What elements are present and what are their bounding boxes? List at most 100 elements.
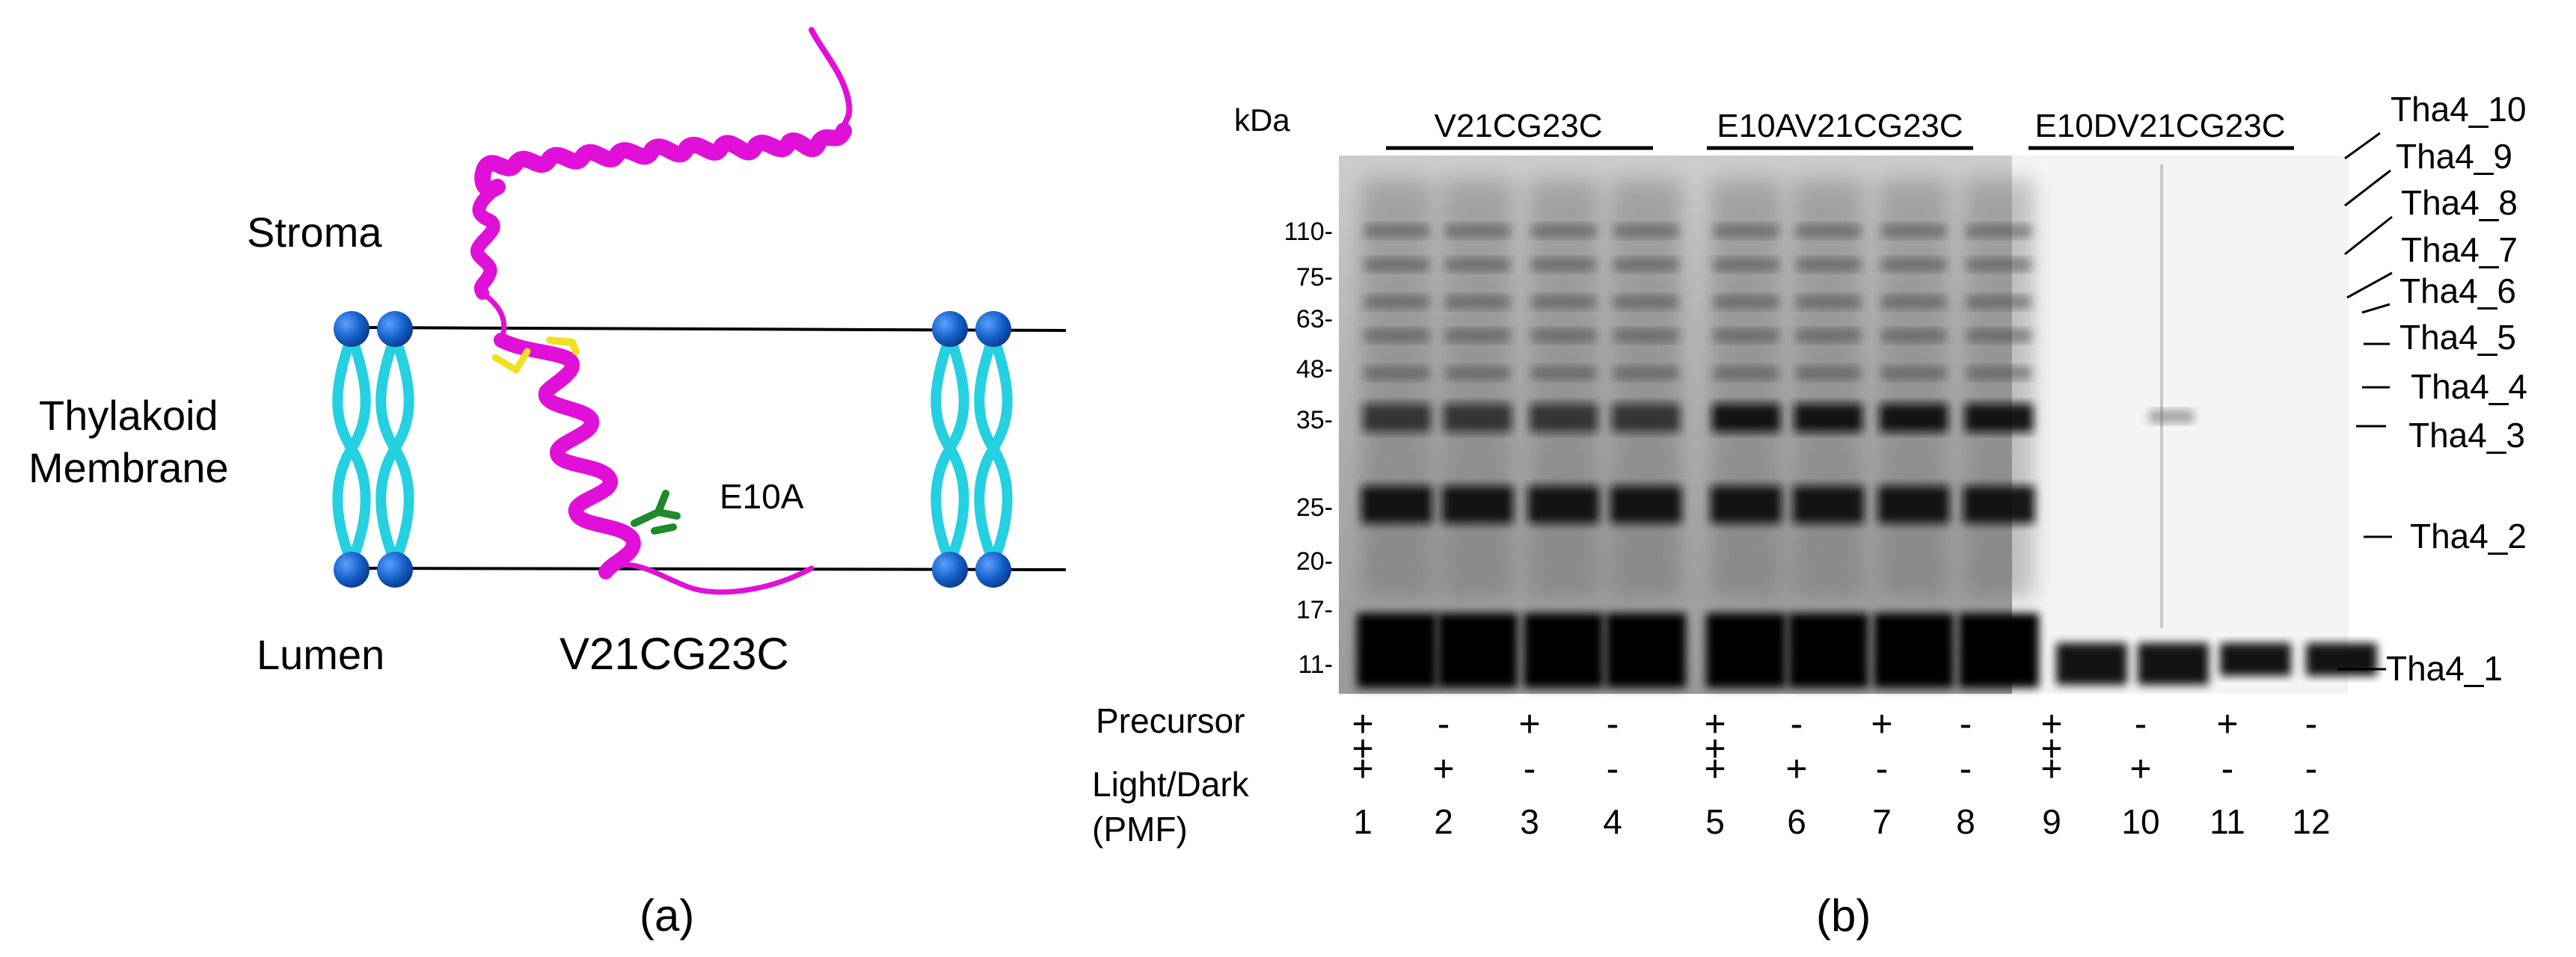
oligomer-band <box>1613 295 1678 309</box>
construct-label: V21CG23C <box>559 629 789 679</box>
lipid-left-head-bottom <box>377 552 413 588</box>
light-sign-3: - <box>1524 748 1536 790</box>
band-label-tha4-5: Tha4_5 <box>2399 318 2516 357</box>
group-label-1: V21CG23C <box>1434 108 1602 144</box>
precursor-sign-3: + <box>1518 703 1540 745</box>
oligomer-band <box>1445 295 1510 309</box>
gel-lane-5 <box>1706 179 1786 688</box>
band-monomer <box>1959 613 2039 688</box>
precursor-sign-2: - <box>1438 703 1450 745</box>
band-label-tha4-9: Tha4_9 <box>2396 137 2512 176</box>
gel-lane-11 <box>2220 643 2291 676</box>
band-monomer <box>1357 613 1437 688</box>
lane-smear <box>1610 179 1681 598</box>
pmf-row-label: (PMF) <box>1092 810 1188 849</box>
mw-marker-17: 17- <box>1296 596 1333 624</box>
lane-smear <box>1878 179 1949 598</box>
band-25kda <box>1610 486 1681 523</box>
oligomer-band <box>1796 366 1861 380</box>
band-25kda <box>1442 486 1513 523</box>
band-35kda <box>1965 404 2033 432</box>
tha4-peptide <box>470 27 853 595</box>
band-label-tha4-4: Tha4_4 <box>2411 367 2527 406</box>
band-monomer <box>2220 643 2291 676</box>
band-monomer <box>1606 613 1686 688</box>
cysteine-residue-1 <box>491 348 531 374</box>
oligomer-band <box>1613 258 1678 271</box>
lane-number-10: 10 <box>2121 802 2159 841</box>
precursor-sign-10: - <box>2135 703 2147 745</box>
lipid-left-head-top <box>334 311 369 347</box>
oligomer-band <box>1881 329 1946 342</box>
mw-marker-11: 11- <box>1298 650 1333 679</box>
lane-smear <box>1442 179 1513 598</box>
leader-tha4-9 <box>2344 169 2391 207</box>
lane-number-3: 3 <box>1520 802 1539 841</box>
gel-image <box>1339 156 2377 694</box>
band-monomer <box>2306 643 2377 676</box>
light-sign-8: - <box>1960 748 1972 790</box>
precursor-row-label: Precursor <box>1096 701 1245 740</box>
oligomer-band <box>1531 366 1596 380</box>
band-25kda <box>1711 486 1782 523</box>
light-sign-11: - <box>2221 748 2234 790</box>
precursor-sign-6: - <box>1791 703 1803 745</box>
precursor-sign-11: + <box>2216 703 2238 745</box>
panel-b-caption: (b) <box>1816 890 1871 941</box>
oligomer-band <box>1531 224 1596 238</box>
gel-background-right <box>2012 156 2349 694</box>
oligomer-band <box>1966 258 2031 271</box>
mw-markers: 110- 75- 63- 48- 35- 25- 20- 17- 11- <box>1284 218 1333 679</box>
precursor-sign-7: + <box>1871 703 1892 745</box>
oligomer-band <box>1966 295 2031 309</box>
oligomer-band <box>1445 329 1510 342</box>
gel-lane-3 <box>1524 179 1604 688</box>
mw-marker-48: 48- <box>1296 355 1333 384</box>
band-label-tha4-3: Tha4_3 <box>2408 416 2525 455</box>
lipid-right-head-bottom <box>932 552 968 588</box>
group-label-2: E10AV21CG23C <box>1717 108 1963 144</box>
oligomer-band <box>1364 366 1429 380</box>
transmembrane-helix <box>494 333 641 579</box>
oligomer-band <box>1613 329 1678 342</box>
e10a-label: E10A <box>720 477 804 516</box>
oligomer-band <box>1613 366 1678 380</box>
band-label-tha4-8: Tha4_8 <box>2401 183 2518 222</box>
oligomer-band <box>1714 329 1779 342</box>
light-sign-9: + <box>2040 748 2062 790</box>
band-monomer <box>1874 613 1954 688</box>
gel-lane-12 <box>2306 643 2377 676</box>
band-35kda <box>2149 410 2194 423</box>
band-monomer <box>1524 613 1604 688</box>
band-25kda <box>1963 486 2034 523</box>
band-labels: Tha4_10 Tha4_9 Tha4_8 Tha4_7 Tha4_6 Tha4… <box>2337 90 2527 688</box>
band-25kda <box>1793 486 1864 523</box>
band-label-tha4-10: Tha4_10 <box>2391 90 2527 129</box>
precursor-sign-4: - <box>1607 703 1619 745</box>
lane-smear <box>1963 179 2034 598</box>
group-label-3: E10DV21CG23C <box>2034 108 2285 144</box>
peptide-tail-top <box>809 27 853 134</box>
band-35kda <box>1444 404 1512 432</box>
gel-lane-6 <box>1788 179 1868 688</box>
oligomer-band <box>1714 366 1779 380</box>
lumen-label: Lumen <box>257 631 384 678</box>
peptide-tail-lumen <box>603 561 815 595</box>
light-sign-1: + <box>1352 748 1373 790</box>
precursor-sign-extra-1: + <box>1352 727 1373 769</box>
lane-smear <box>1711 179 1782 598</box>
leader-tha4-6 <box>2361 303 2391 314</box>
band-label-tha4-1: Tha4_1 <box>2386 649 2503 688</box>
cysteine-residue-2 <box>546 336 580 355</box>
band-label-tha4-7: Tha4_7 <box>2401 230 2518 269</box>
mw-marker-63: 63- <box>1296 305 1333 333</box>
gel-lane-2 <box>1438 179 1518 688</box>
lane-streak <box>2160 164 2163 628</box>
membrane-label-line2: Membrane <box>28 444 229 491</box>
light-sign-2: + <box>1432 748 1454 790</box>
lipid-left-head-bottom <box>334 552 369 588</box>
lipid-right-head-top <box>975 311 1011 347</box>
oligomer-band <box>1881 224 1946 238</box>
light-sign-7: - <box>1876 748 1889 790</box>
